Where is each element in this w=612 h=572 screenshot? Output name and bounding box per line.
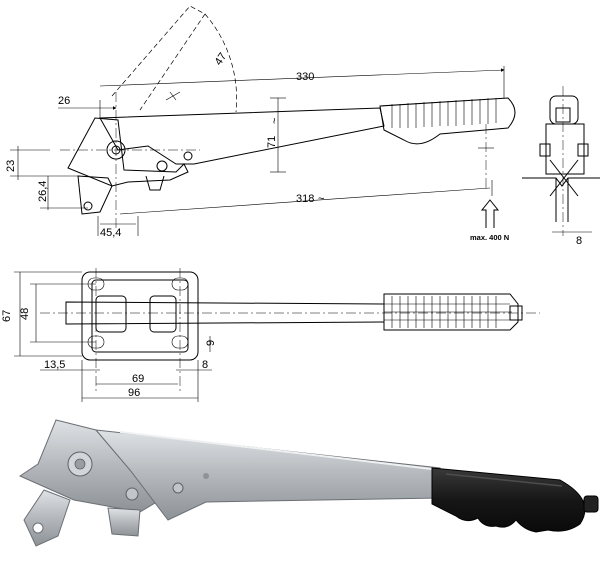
- force-arrow-icon: [480, 199, 500, 228]
- dim-grip-height: 71: [266, 136, 278, 148]
- top-view: 67 48 9 13,5 69 8 96: [1, 268, 540, 402]
- grip-ribs: [391, 98, 497, 128]
- dim-edge: 13,5: [44, 359, 65, 371]
- dim-base: 45,4: [100, 227, 121, 239]
- dim-hole-spacing-69: 69: [132, 373, 144, 385]
- dim-plate-height: 67: [1, 310, 13, 322]
- dim-height-23: 23: [5, 160, 17, 172]
- dim-offset-top: 26: [58, 95, 70, 107]
- dim-hole-offset: 9: [205, 340, 217, 346]
- side-view: 47 330 26 71 ~ 23 26,4 318 ~ 45,4 max. 4…: [5, 5, 516, 242]
- dim-plate-width: 96: [128, 387, 140, 399]
- max-force-note: max. 400 N: [470, 233, 509, 242]
- dim-reach: 318: [296, 193, 314, 205]
- product-photo: [18, 419, 599, 547]
- dim-height-26-4: 26,4: [37, 181, 49, 202]
- tilde-mark-2: ~: [318, 193, 324, 205]
- dim-total-length: 330: [296, 71, 314, 83]
- dim-hole-spacing: 48: [19, 308, 31, 320]
- dim-side-width: 8: [576, 235, 582, 247]
- end-view: 8: [522, 86, 600, 247]
- grip-crosshatch: [384, 296, 512, 328]
- tilde-mark: ~: [269, 118, 281, 124]
- dim-hole-dia: 8: [202, 359, 208, 371]
- dim-angle: 47: [213, 51, 230, 68]
